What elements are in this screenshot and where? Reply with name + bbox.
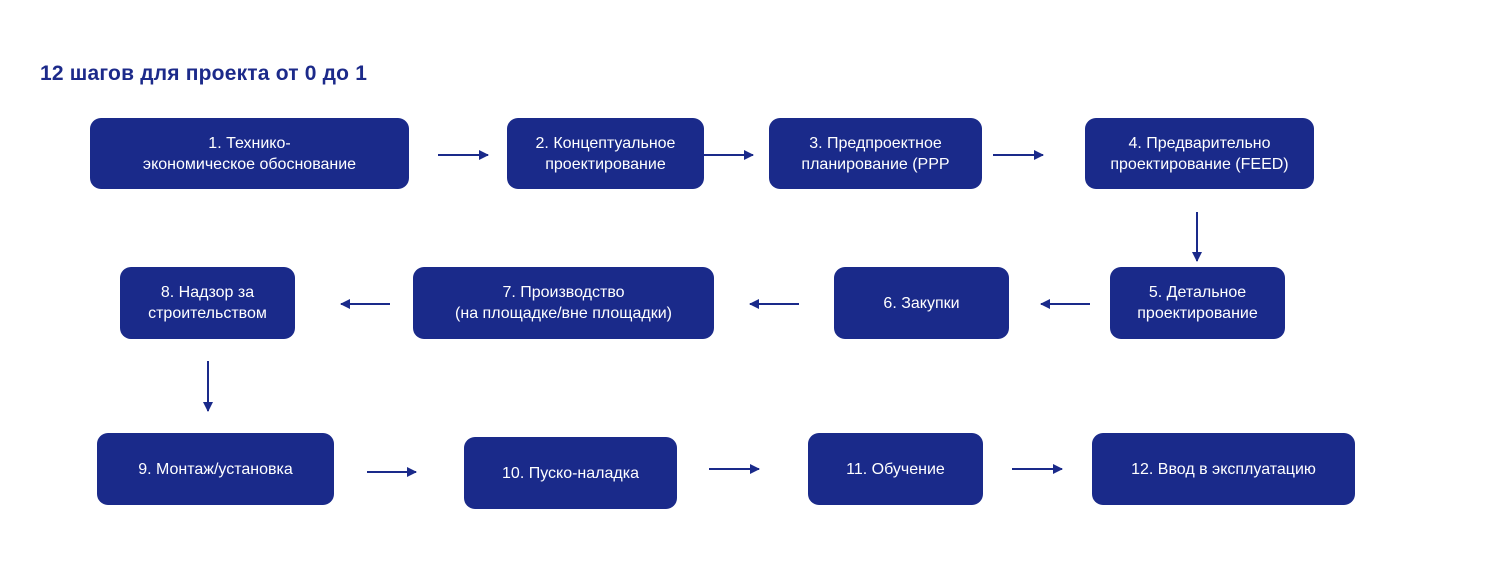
step-9-label: 9. Монтаж/установка xyxy=(138,460,293,478)
step-3-label: 3. Предпроектное планирование (PPP xyxy=(801,134,950,173)
step-1-label: 1. Технико- экономическое обоснование xyxy=(142,134,357,173)
step-2-label: 2. Концептуальное проектирование xyxy=(535,134,676,173)
step-9-box: 9. Монтаж/установка xyxy=(97,433,334,505)
step-4-label: 4. Предварительно проектирование (FEED) xyxy=(1110,134,1289,173)
step-11-box: 11. Обучение xyxy=(808,433,983,505)
step-12-box: 12. Ввод в эксплуатацию xyxy=(1092,433,1355,505)
diagram-title: 12 шагов для проекта от 0 до 1 xyxy=(40,62,368,85)
step-12-label: 12. Ввод в эксплуатацию xyxy=(1131,460,1316,478)
step-5-label: 5. Детальное проектирование xyxy=(1137,284,1258,322)
step-10-label: 10. Пуско-наладка xyxy=(502,464,639,482)
step-4-box: 4. Предварительно проектирование (FEED) xyxy=(1085,118,1314,189)
step-7-label: 7. Производство (на площадке/вне площадк… xyxy=(455,284,672,322)
step-1-box: 1. Технико- экономическое обоснование xyxy=(90,118,409,189)
step-5-box: 5. Детальное проектирование xyxy=(1110,267,1285,339)
step-3-box: 3. Предпроектное планирование (PPP xyxy=(769,118,982,189)
step-11-label: 11. Обучение xyxy=(846,460,945,478)
step-6-box: 6. Закупки xyxy=(834,267,1009,339)
step-8-box: 8. Надзор за строительством xyxy=(120,267,295,339)
step-7-box: 7. Производство (на площадке/вне площадк… xyxy=(413,267,714,339)
step-10-box: 10. Пуско-наладка xyxy=(464,437,677,509)
step-8-label: 8. Надзор за строительством xyxy=(148,284,267,322)
step-2-box: 2. Концептуальное проектирование xyxy=(507,118,704,189)
step-6-label: 6. Закупки xyxy=(883,294,960,312)
